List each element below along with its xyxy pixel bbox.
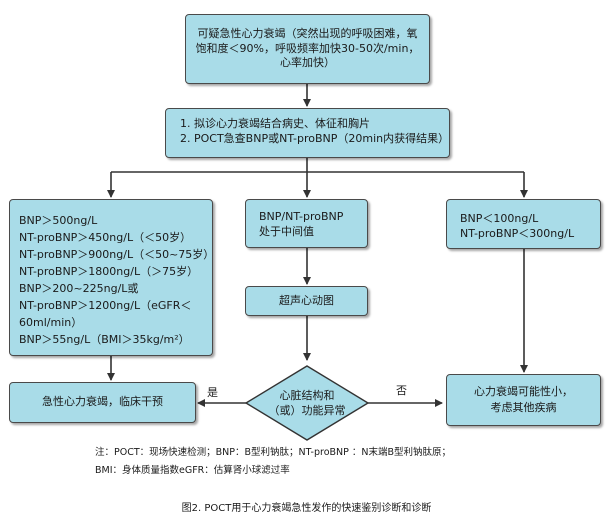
high-line-6: NT-proBNP＞1200ng/L（eGFR＜ — [19, 299, 192, 312]
ahf-label: 急性心力衰竭，临床干预 — [42, 395, 163, 409]
suspect-ahf-box: 可疑急性心力衰竭（突然出现的呼吸困难，氧 饱和度＜90%，呼吸频率加快30-50… — [185, 14, 430, 84]
low-line-1: BNP＜100ng/L — [460, 212, 539, 225]
high-line-2: NT-proBNP＞450ng/L（＜50岁） — [19, 231, 192, 244]
echocardiogram-box: 超声心动图 — [245, 286, 368, 316]
decision-line-1: 心脏结构和 — [279, 389, 335, 402]
unlikely-hf-box: 心力衰竭可能性小， 考虑其他疾病 — [446, 374, 601, 426]
high-line-7: 60ml/min） — [19, 316, 83, 329]
edge-label-yes: 是 — [207, 386, 218, 399]
suspect-line-3: 心率加快） — [280, 56, 335, 70]
unlikely-line-2: 考虑其他疾病 — [490, 401, 557, 414]
high-line-8: BNP＞55ng/L（BMI＞35kg/m²） — [19, 333, 190, 346]
decision-diamond — [244, 365, 370, 441]
footnote-line-1: 注：POCT：现场快速检测；BNP：B型利钠肽；NT-proBNP ：N末端B型… — [95, 447, 452, 458]
decision-line-2: （或）功能异常 — [268, 404, 346, 417]
high-line-3: NT-proBNP＞900ng/L（＜50~75岁） — [19, 248, 215, 261]
decision-label: 心脏结构和 （或）功能异常 — [256, 386, 358, 420]
suspect-line-1: 可疑急性心力衰竭（突然出现的呼吸困难，氧 — [197, 27, 418, 41]
figure-caption: 图2. POCT用于心力衰竭急性发作的快速鉴别诊断和诊断 — [181, 503, 432, 514]
ahf-intervention-box: 急性心力衰竭，临床干预 — [9, 382, 196, 423]
suspect-line-2: 饱和度＜90%，呼吸频率加快30-50次/min， — [195, 41, 420, 55]
high-line-5: BNP＞200~225ng/L或 — [19, 282, 139, 295]
middle-line-1: BNP/NT-proBNP — [259, 210, 344, 223]
low-line-2: NT-proBNP＜300ng/L — [460, 227, 575, 240]
middle-line-2: 处于中间值 — [259, 225, 314, 238]
middle-bnp-box: BNP/NT-proBNP 处于中间值 — [245, 199, 368, 248]
high-line-4: NT-proBNP＞1800ng/L（＞75岁） — [19, 265, 199, 278]
edge-label-no: 否 — [396, 384, 407, 397]
assessment-box: 1. 拟诊心力衰竭结合病史、体征和胸片 2. POCT急查BNP或NT-proB… — [165, 108, 450, 158]
echo-label: 超声心动图 — [279, 293, 334, 307]
high-bnp-box: BNP＞500ng/L NT-proBNP＞450ng/L（＜50岁） NT-p… — [9, 199, 215, 356]
assess-line-2: 2. POCT急查BNP或NT-proBNP（20min内获得结果） — [180, 131, 450, 145]
footnote-line-2: BMI：身体质量指数eGFR：估算肾小球滤过率 — [95, 465, 290, 476]
unlikely-line-1: 心力衰竭可能性小， — [474, 385, 573, 398]
high-line-1: BNP＞500ng/L — [19, 214, 98, 227]
assess-line-1: 1. 拟诊心力衰竭结合病史、体征和胸片 — [180, 117, 370, 130]
low-bnp-box: BNP＜100ng/L NT-proBNP＜300ng/L — [446, 199, 601, 249]
